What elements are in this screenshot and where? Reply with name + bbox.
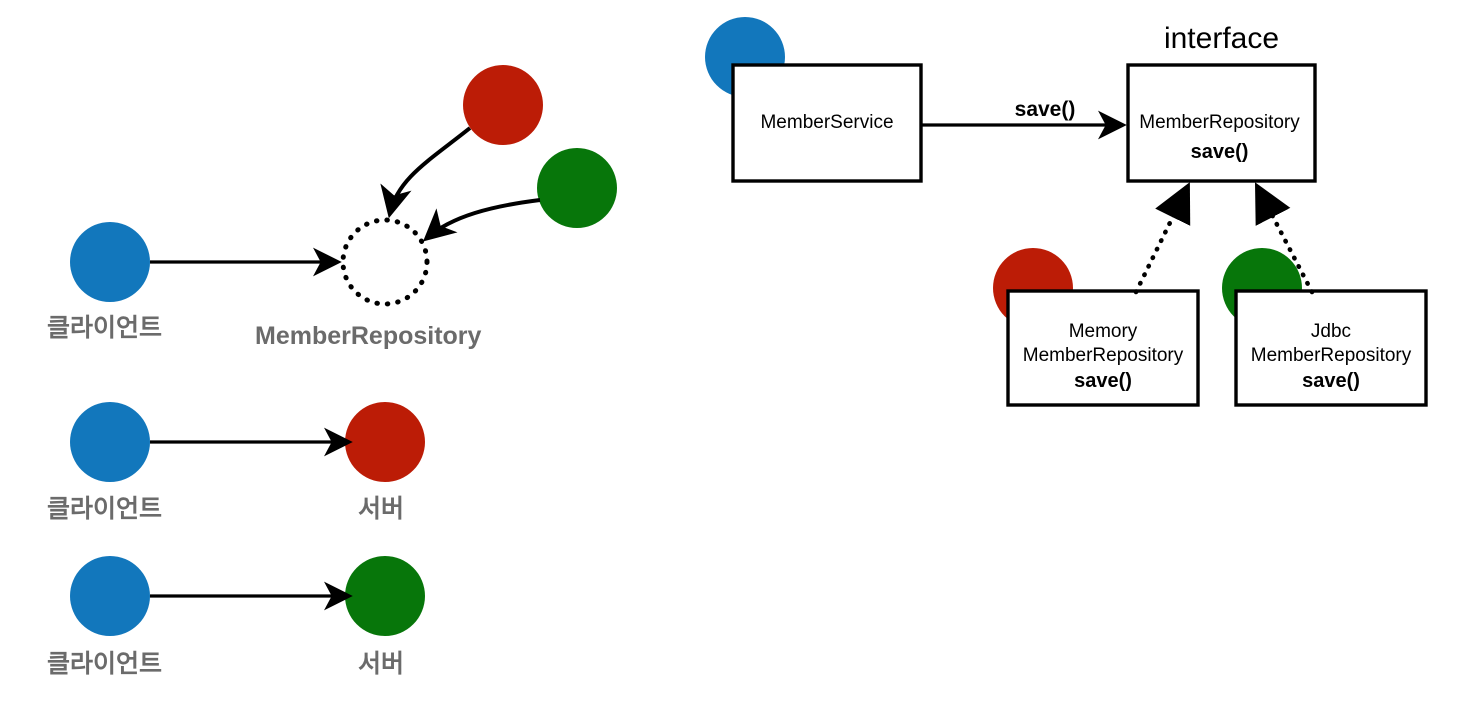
arrow-green-impl-to-role bbox=[422, 198, 541, 242]
memory-member-repository-line2: MemberRepository bbox=[1022, 345, 1184, 366]
client-label-row1: 클라이언트 bbox=[47, 314, 163, 342]
member-repository-name-label: MemberRepository bbox=[1139, 112, 1300, 133]
client-label-row2: 클라이언트 bbox=[47, 495, 163, 523]
memory-member-repository-method: save() bbox=[1074, 370, 1132, 392]
client-circle-blue-row2 bbox=[70, 402, 150, 482]
realization-jdbc-to-interface bbox=[1254, 182, 1315, 295]
jdbc-member-repository-line2: MemberRepository bbox=[1250, 345, 1412, 366]
impl-circle-red bbox=[463, 65, 543, 145]
role-label-member-repository: MemberRepository bbox=[255, 322, 482, 350]
member-service-box bbox=[731, 63, 923, 183]
memory-member-repository-box bbox=[1006, 289, 1200, 407]
member-service-label: MemberService bbox=[760, 112, 894, 133]
client-circle-blue-row3 bbox=[70, 556, 150, 636]
realization-memory-to-interface bbox=[1133, 182, 1191, 295]
server-label-row3: 서버 bbox=[358, 650, 405, 678]
server-label-row2: 서버 bbox=[358, 495, 405, 523]
jdbc-member-repository-box bbox=[1234, 289, 1428, 407]
jdbc-member-repository-line1: Jdbc bbox=[1310, 321, 1352, 342]
server-circle-green-row3 bbox=[345, 556, 425, 636]
arrow-red-impl-to-role bbox=[380, 126, 472, 219]
save-message-label: save() bbox=[1014, 98, 1076, 121]
client-label-row3: 클라이언트 bbox=[47, 650, 163, 678]
member-repository-box bbox=[1126, 63, 1317, 183]
interface-stereotype-label: interface bbox=[1163, 22, 1280, 55]
member-repository-method-label: save() bbox=[1190, 141, 1249, 163]
server-circle-red-row2 bbox=[345, 402, 425, 482]
dotted-role-circle bbox=[340, 217, 430, 307]
memory-member-repository-line1: Memory bbox=[1068, 321, 1138, 342]
client-circle-blue bbox=[70, 222, 150, 302]
jdbc-member-repository-method: save() bbox=[1302, 370, 1360, 392]
impl-circle-green bbox=[537, 148, 617, 228]
